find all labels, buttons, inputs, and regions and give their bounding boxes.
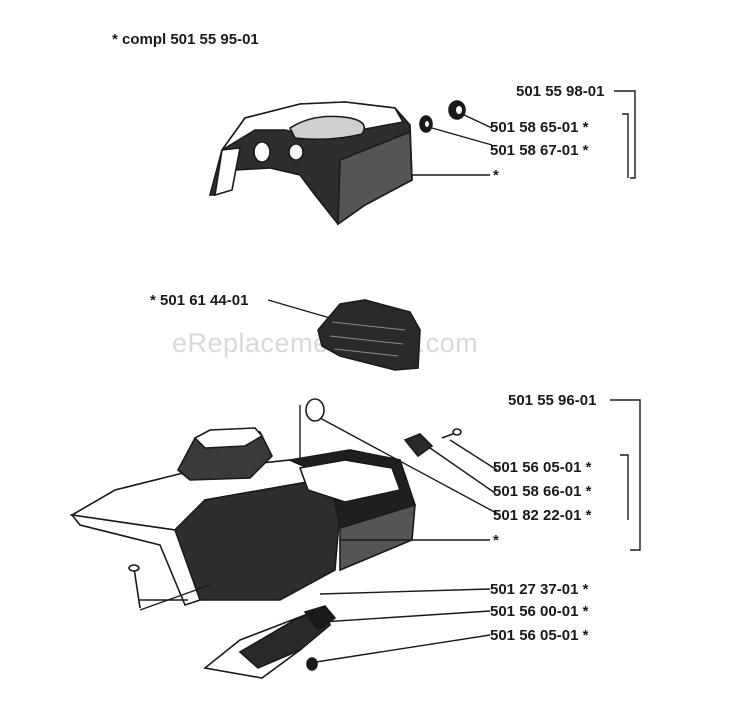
compl-part-label: * compl 501 55 95-01 [112, 31, 259, 48]
upper-part-3-label: * [493, 167, 499, 184]
upper-part-1-label: 501 58 65-01 * [490, 119, 589, 136]
housing-part [69, 427, 417, 606]
small-screw-part [306, 657, 318, 671]
grommet-part [305, 398, 325, 422]
screw-part [441, 428, 462, 439]
group-lower-label: 501 55 96-01 [508, 392, 596, 409]
cylinder-cover-part [208, 101, 413, 226]
lower-part-3-label: 501 82 22-01 * [493, 507, 592, 524]
lower-part-4-label: * [493, 532, 499, 549]
lower-part-1-label: 501 56 05-01 * [493, 459, 592, 476]
bottom-part-2-label: 501 56 00-01 * [490, 603, 589, 620]
group-upper-label: 501 55 98-01 [516, 83, 604, 100]
washer-part [419, 115, 433, 133]
lower-part-2-label: 501 58 66-01 * [493, 483, 592, 500]
cover-plate-part [203, 605, 337, 679]
upper-part-2-label: 501 58 67-01 * [490, 142, 589, 159]
nut-part [448, 100, 466, 120]
bushing-part [403, 433, 434, 458]
bottom-part-1-label: 501 27 37-01 * [490, 581, 589, 598]
bottom-part-3-label: 501 56 05-01 * [490, 627, 589, 644]
filter-part-label: * 501 61 44-01 [150, 292, 248, 309]
air-filter-part [317, 299, 421, 371]
long-screw-part [128, 564, 141, 609]
